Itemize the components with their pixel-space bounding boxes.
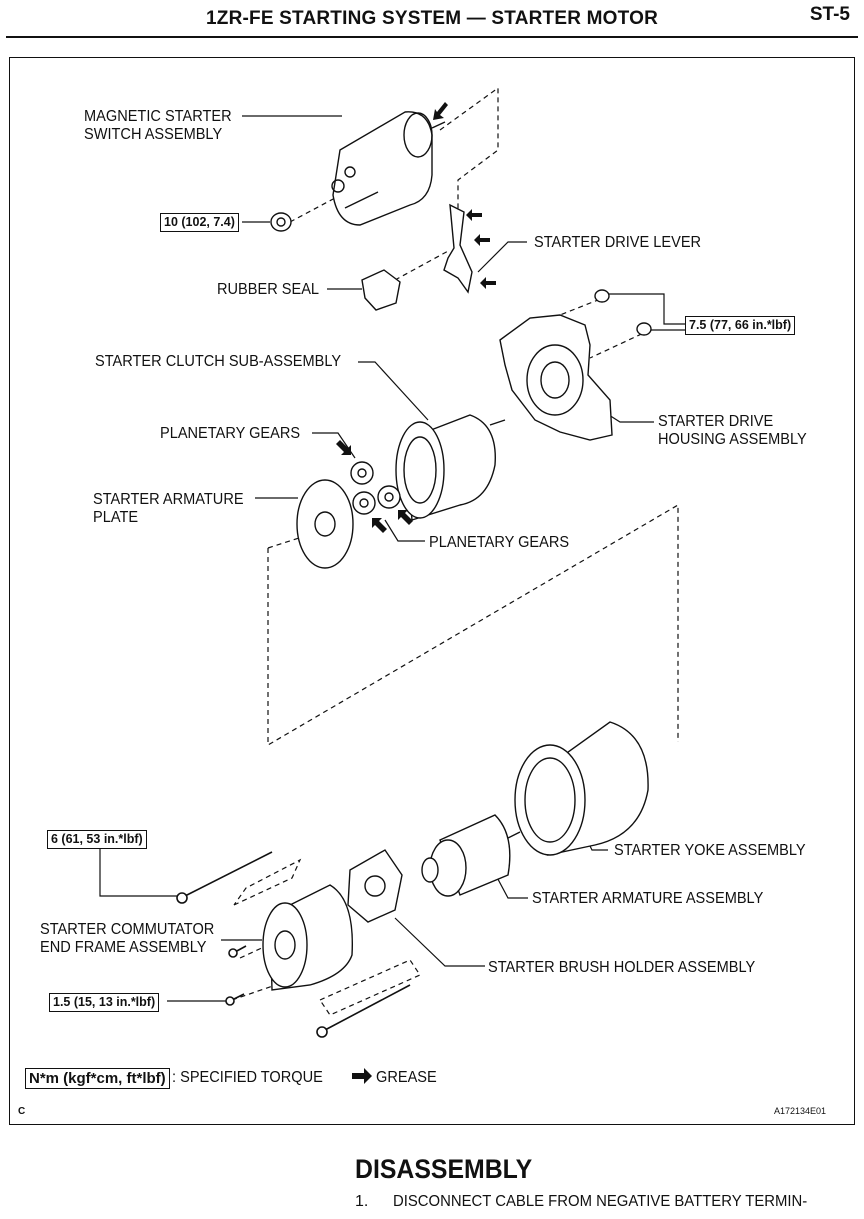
label-magnetic-starter-switch: MAGNETIC STARTER SWITCH ASSEMBLY [84,108,232,143]
label-planetary-gears-top: PLANETARY GEARS [160,425,301,442]
torque-spec-7-5: 7.5 (77, 66 in.*lbf) [685,316,796,335]
yoke-drawing [514,721,649,856]
frame-corner-code: C [18,1106,26,1117]
label-starter-clutch: STARTER CLUTCH SUB-ASSEMBLY [95,353,342,370]
torque-spec-10: 10 (102, 7.4) [160,213,239,232]
illustration-id: A172134E01 [774,1106,827,1116]
step-text: DISCONNECT CABLE FROM NEGATIVE BATTERY T… [393,1193,808,1210]
legend-grease: GREASE [376,1069,437,1086]
drive-lever-drawing [443,203,473,294]
through-bolts-drawing [176,851,411,1038]
drive-housing-drawing [499,314,613,441]
torque-spec-6: 6 (61, 53 in.*lbf) [47,830,147,849]
label-rubber-seal: RUBBER SEAL [217,281,320,298]
label-starter-drive-lever: STARTER DRIVE LEVER [534,234,702,251]
header-rule [6,36,858,38]
section-title: DISASSEMBLY [355,1154,533,1184]
legend-grease-arrow [352,1068,372,1084]
rubber-seal-drawing [361,269,401,311]
grease-arrows [336,102,496,533]
commutator-frame-drawing [262,884,354,991]
nut-drawing [270,212,292,232]
housing-bolts-drawing [594,289,652,336]
label-planetary-gears-bottom: PLANETARY GEARS [429,534,570,551]
page-header-title: 1ZR-FE STARTING SYSTEM — STARTER MOTOR [206,8,658,29]
legend-unit-box: N*m (kgf*cm, ft*lbf) [25,1068,170,1089]
label-starter-armature: STARTER ARMATURE ASSEMBLY [532,890,764,907]
label-starter-yoke: STARTER YOKE ASSEMBLY [614,842,806,859]
legend-specified-torque: : SPECIFIED TORQUE [172,1069,323,1086]
magnetic-switch-drawing [331,111,446,226]
armature-plate-drawing [296,479,354,569]
torque-spec-1-5: 1.5 (15, 13 in.*lbf) [49,993,160,1012]
clutch-drawing [395,414,506,521]
brush-holder-drawing [347,849,403,923]
armature-drawing [421,814,521,897]
label-starter-brush-holder: STARTER BRUSH HOLDER ASSEMBLY [488,959,756,976]
illustration-frame [9,57,855,1125]
label-starter-commutator-end-frame: STARTER COMMUTATOR END FRAME ASSEMBLY [40,921,215,956]
label-starter-drive-housing: STARTER DRIVE HOUSING ASSEMBLY [658,413,807,448]
step-number: 1. [355,1193,369,1210]
planetary-gears-drawing [350,461,401,515]
label-starter-armature-plate: STARTER ARMATURE PLATE [93,491,244,526]
page-number: ST-5 [809,4,850,25]
